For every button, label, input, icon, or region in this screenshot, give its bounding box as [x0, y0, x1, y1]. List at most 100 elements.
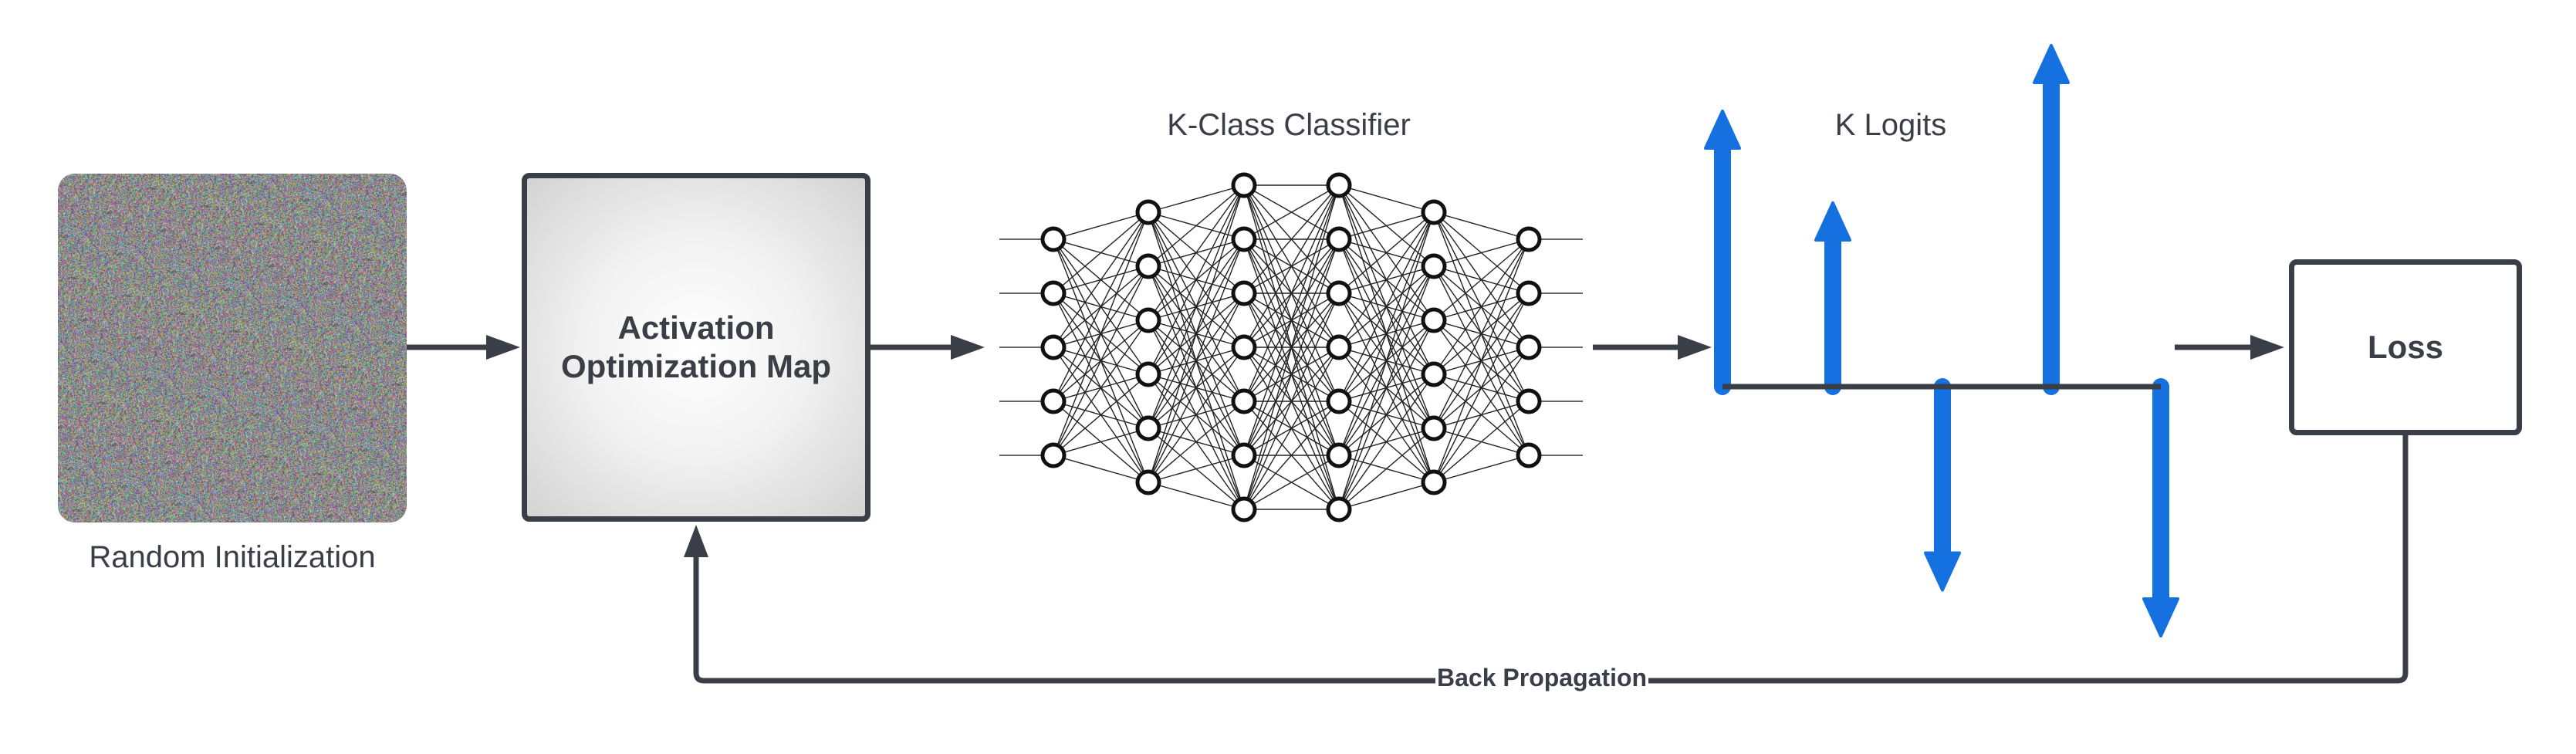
network-connection [1433, 211, 1530, 240]
neuron-node [1421, 199, 1447, 225]
neuron-node [1040, 280, 1067, 306]
network-connection [1338, 482, 1435, 510]
neuron-node [1040, 388, 1067, 414]
network-connection [1053, 211, 1149, 456]
network-connection [1243, 184, 1340, 402]
network-connection [1148, 292, 1245, 483]
network-connection [1148, 184, 1245, 213]
neuron-node [1040, 334, 1067, 360]
neuron-node [1231, 172, 1257, 198]
network-connection [1338, 211, 1435, 348]
neuron-node [1231, 226, 1257, 252]
neuron-node [1135, 199, 1161, 225]
network-connection [1148, 482, 1245, 510]
arrow-classifier-to-logits-head-icon [1678, 335, 1712, 360]
network-connection [1433, 238, 1530, 429]
network-connection [1243, 184, 1340, 240]
neuron-node [1231, 496, 1257, 522]
random-initialization-label: Random Initialization [89, 540, 376, 574]
neuron-node [1135, 415, 1161, 441]
activation-optimization-map-box: Activation Optimization Map [522, 173, 870, 522]
activation-optimization-map-label: Activation Optimization Map [561, 309, 831, 384]
logit-arrow-icon [2142, 378, 2179, 637]
neuron-node [1135, 361, 1161, 387]
neuron-node [1326, 496, 1352, 522]
network-connection [1053, 428, 1149, 456]
logit-arrow-head [1814, 201, 1851, 242]
network-connection [1243, 347, 1340, 510]
network-connection [1338, 211, 1435, 510]
neuron-node [1231, 334, 1257, 360]
neuron-node [1516, 334, 1542, 360]
neuron-node [1421, 415, 1447, 441]
network-connection [1053, 374, 1149, 456]
neuron-node [1516, 226, 1542, 252]
neuron-node [1231, 388, 1257, 414]
back-propagation-label: Back Propagation [1435, 664, 1649, 692]
neuron-node [1135, 307, 1161, 333]
neuron-node [1516, 442, 1542, 468]
network-connection [1243, 184, 1340, 510]
network-connection [1053, 211, 1149, 240]
network-connection [1243, 401, 1340, 510]
network-connection [1243, 184, 1340, 294]
loss-box: Loss [2289, 259, 2522, 435]
neuron-node [1326, 442, 1352, 468]
network-connection [1243, 292, 1340, 510]
network-connection [1243, 238, 1340, 510]
neuron-node [1326, 172, 1352, 198]
network-connection [1338, 211, 1435, 240]
network-connection [1433, 238, 1530, 321]
network-connection [1338, 265, 1435, 510]
neuron-node [1231, 280, 1257, 306]
network-connection [1338, 374, 1435, 510]
network-connection [1053, 211, 1149, 402]
logit-arrow-icon [1704, 110, 1741, 395]
loss-label: Loss [2367, 329, 2444, 365]
k-class-classifier-title: K-Class Classifier [1167, 108, 1411, 142]
network-connection [1338, 428, 1435, 510]
logit-arrow-head [1704, 110, 1741, 150]
neuron-node [1231, 442, 1257, 468]
random-noise-image [58, 174, 407, 522]
neuron-node [1326, 280, 1352, 306]
neuron-node [1516, 388, 1542, 414]
network-connection [1338, 211, 1435, 456]
network-connection [1148, 401, 1245, 483]
arrow-map-to-classifier-head-icon [951, 335, 985, 360]
network-connection [1243, 184, 1340, 348]
network-connection [1338, 211, 1435, 294]
network-connection [1433, 238, 1530, 375]
neuron-node [1040, 442, 1067, 468]
network-connection [1338, 211, 1435, 402]
network-connection [1053, 265, 1149, 456]
network-connection [1433, 238, 1530, 267]
back-propagation-loop [684, 435, 2409, 684]
neuron-node [1040, 226, 1067, 252]
logit-arrow-head [2142, 597, 2179, 637]
network-connection [1148, 184, 1245, 429]
network-connection [1338, 320, 1435, 510]
neuron-node [1421, 307, 1447, 333]
network-connection [1053, 211, 1149, 294]
network-connection [1433, 455, 1530, 483]
logit-arrow-icon [1814, 201, 1851, 395]
neuron-node [1326, 226, 1352, 252]
neuron-node [1326, 334, 1352, 360]
neuron-node [1421, 361, 1447, 387]
network-connection [1243, 184, 1340, 456]
network-connection [1053, 455, 1149, 483]
k-logits-title: K Logits [1834, 108, 1947, 142]
network-connection [1148, 184, 1245, 483]
network-connection [1148, 238, 1245, 483]
logit-arrow-head [2033, 44, 2070, 84]
neuron-node [1135, 469, 1161, 495]
network-connection [1148, 347, 1245, 483]
neuron-node [1135, 253, 1161, 279]
network-connection [1053, 320, 1149, 456]
logit-arrow-icon [2033, 44, 2070, 395]
neuron-node [1421, 253, 1447, 279]
logit-arrow-head [1924, 551, 1961, 592]
network-connection [1148, 455, 1245, 483]
